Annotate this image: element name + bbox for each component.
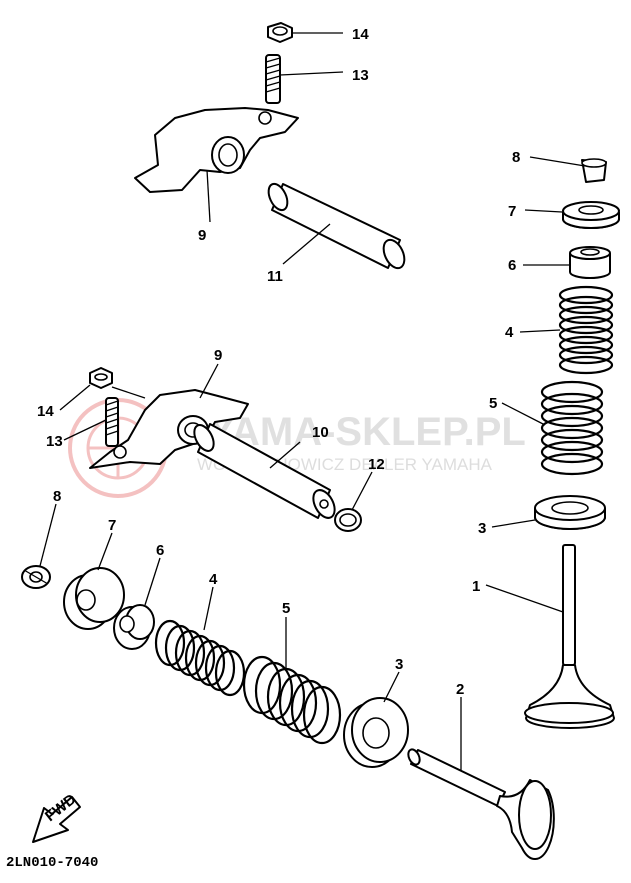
lower-stud (105, 397, 119, 447)
callout-left-outer-spring: 5 (282, 600, 290, 617)
callout-left-spring-seat: 3 (395, 656, 403, 673)
fwd-arrow-icon: FWD (32, 791, 81, 843)
right-spring-seat (534, 495, 606, 530)
left-outer-spring (242, 655, 342, 745)
callout-right-outer-spring: 5 (489, 395, 497, 412)
right-retainer (562, 201, 620, 229)
callout-lower-rocker-arm: 9 (214, 347, 222, 364)
lower-shaft (193, 423, 336, 519)
callout-left-retainer: 7 (108, 517, 116, 534)
callout-intake-valve: 2 (456, 681, 464, 698)
callout-right-retainer: 7 (508, 203, 516, 220)
right-outer-spring (540, 380, 604, 476)
left-seat (113, 604, 155, 650)
callout-upper-shaft: 11 (267, 268, 283, 285)
diagram-code: 2LN010-7040 (6, 855, 98, 871)
callout-upper-nut: 14 (352, 26, 369, 43)
callout-lower-shaft: 10 (312, 424, 329, 441)
intake-valve (407, 748, 555, 861)
callout-upper-stud: 13 (352, 67, 369, 84)
left-inner-spring (154, 619, 246, 697)
callout-upper-rocker-arm: 9 (198, 227, 206, 244)
exhaust-valve (524, 544, 615, 729)
callout-exhaust-valve: 1 (472, 578, 480, 595)
left-spring-seat (343, 697, 409, 768)
upper-rocker-arm (134, 107, 299, 193)
leader-lines (39, 32, 586, 770)
callout-lower-nut: 14 (37, 403, 54, 420)
callout-left-seat: 6 (156, 542, 164, 559)
left-retainer (63, 567, 125, 630)
watermark-brand: YAMA-SKLEP.PL (208, 410, 526, 454)
lower-nut (89, 367, 113, 389)
right-seat (569, 246, 611, 279)
callout-labels: 14 13 9 11 8 7 6 4 5 3 1 9 14 13 10 12 8… (37, 26, 520, 698)
upper-shaft (267, 182, 406, 270)
callout-right-inner-spring: 4 (505, 324, 514, 341)
right-inner-spring (558, 285, 614, 375)
o-ring (334, 508, 362, 532)
left-collet (21, 565, 51, 589)
callout-right-collet: 8 (512, 149, 520, 166)
upper-stud (265, 54, 281, 104)
callout-lower-stud: 13 (46, 433, 63, 450)
callout-right-spring-seat: 3 (478, 520, 486, 537)
right-collet (581, 158, 607, 183)
callout-o-ring: 12 (368, 456, 385, 473)
callout-left-inner-spring: 4 (209, 571, 218, 588)
upper-nut (267, 22, 293, 43)
callout-left-collet: 8 (53, 488, 61, 505)
callout-right-seat: 6 (508, 257, 516, 274)
